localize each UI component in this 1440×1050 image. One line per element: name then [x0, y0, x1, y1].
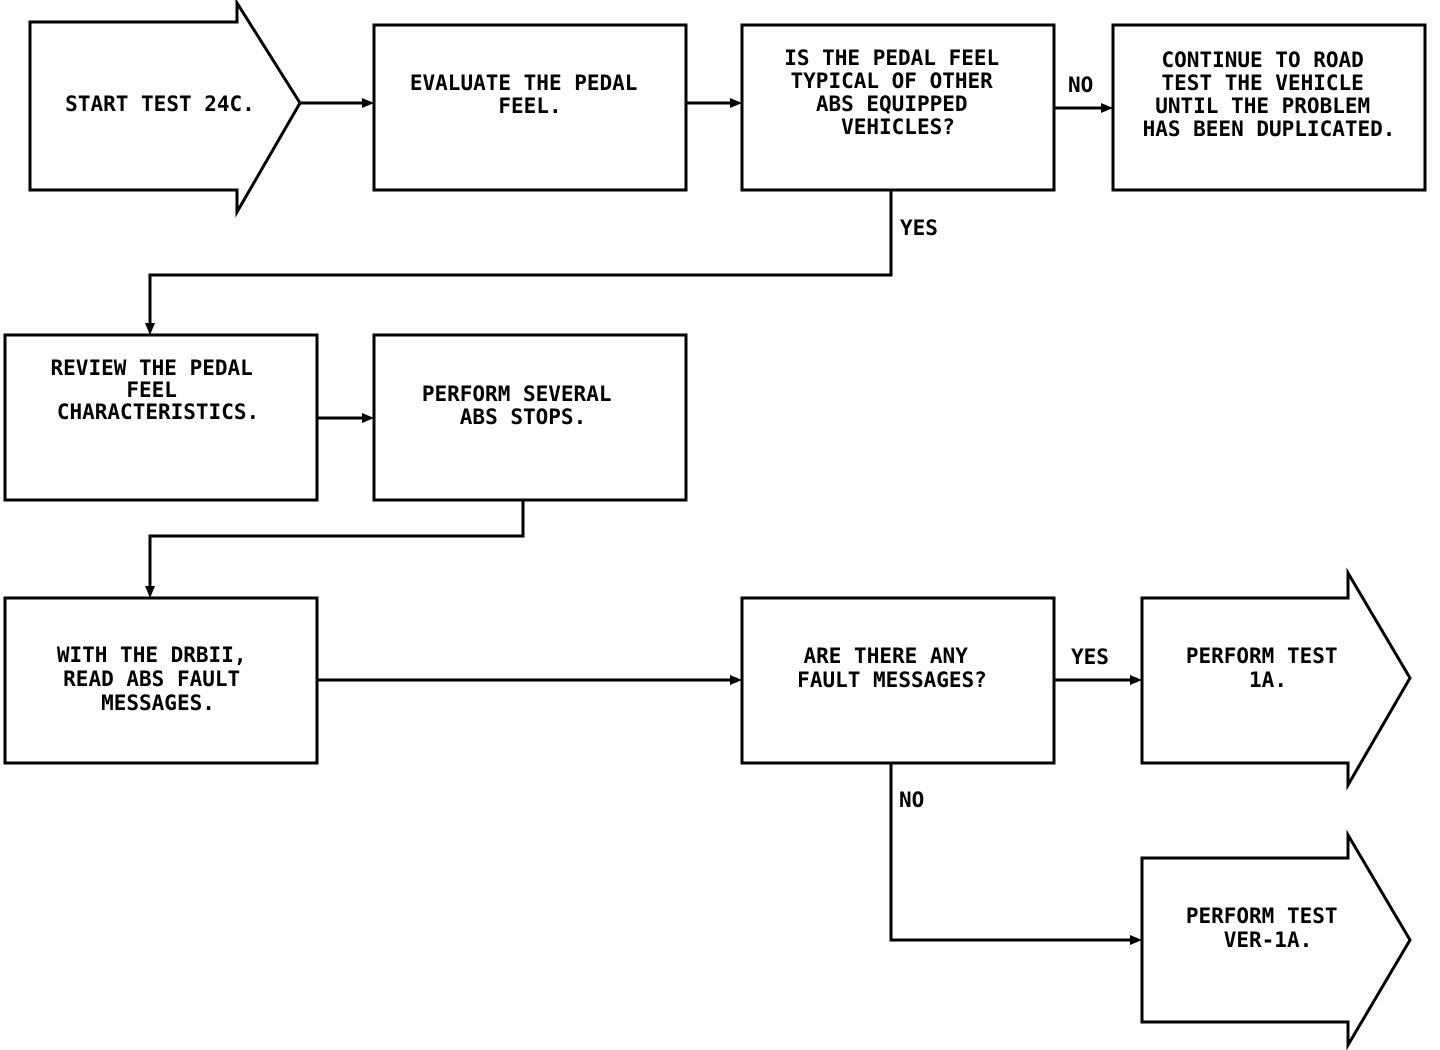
- continue-road-test-label-line: TEST THE VEHICLE: [1162, 71, 1364, 95]
- question-typical-label-line: TYPICAL OF OTHER: [791, 69, 994, 93]
- perform-1a-label: PERFORM TEST 1A.: [1186, 644, 1350, 692]
- start-test-arrow-shape: [28, 0, 302, 218]
- evaluate-label: EVALUATE THE PEDAL FEEL.: [410, 71, 650, 118]
- perform-1a-label-line: 1A.: [1249, 668, 1287, 692]
- review-box-shape: [3, 333, 319, 502]
- question-typical-label-line: VEHICLES?: [841, 115, 955, 139]
- read-faults-label-line: MESSAGES.: [101, 691, 215, 715]
- question-faults-box-shape: [740, 596, 1056, 765]
- start-test-label-line: START TEST 24C.: [65, 92, 255, 116]
- review-label-line: CHARACTERISTICS.: [57, 400, 259, 424]
- perform-ver1a-arrow-shape: [1140, 829, 1412, 1050]
- connector-question-yes-to-1a: [1054, 675, 1142, 685]
- evaluate-label-line: FEEL.: [498, 94, 561, 118]
- perform-1a-arrow-shape: [1140, 567, 1412, 791]
- connector-question-no-to-continue: [1054, 103, 1113, 113]
- connector-start-to-evaluate: [300, 98, 374, 108]
- perform-1a-label-line: PERFORM TEST: [1186, 644, 1338, 668]
- read-faults-label-line: READ ABS FAULT: [63, 667, 240, 691]
- edge-label-no-ver1a: NO: [899, 788, 924, 812]
- connector-stops-to-read-faults: [145, 500, 525, 598]
- edge-label-yes-review: YES: [900, 216, 938, 240]
- review-label-line: REVIEW THE PEDAL: [51, 356, 253, 380]
- perform-stops-label-line: ABS STOPS.: [460, 405, 586, 429]
- read-faults-box-shape: [3, 596, 319, 765]
- question-typical-label: IS THE PEDAL FEEL TYPICAL OF OTHER ABS E…: [784, 46, 1012, 139]
- evaluate-label-line: EVALUATE THE PEDAL: [410, 71, 638, 95]
- connector-review-to-stops: [317, 413, 374, 423]
- question-faults-label: ARE THERE ANY FAULT MESSAGES?: [797, 644, 987, 692]
- connector-question-no-to-ver1a: [889, 763, 1142, 945]
- start-test-label: START TEST 24C.: [65, 92, 255, 116]
- continue-road-test-box-shape: [1111, 23, 1427, 192]
- review-label-line: FEEL: [126, 378, 177, 402]
- question-faults-label-line: FAULT MESSAGES?: [797, 668, 987, 692]
- continue-road-test-label-line: UNTIL THE PROBLEM: [1155, 94, 1370, 118]
- perform-stops-label-line: PERFORM SEVERAL: [422, 382, 612, 406]
- continue-road-test-label: CONTINUE TO ROAD TEST THE VEHICLE UNTIL …: [1143, 48, 1396, 141]
- continue-road-test-label-line: HAS BEEN DUPLICATED.: [1143, 117, 1396, 141]
- connector-question-yes-to-review: [145, 190, 893, 335]
- question-typical-label-line: IS THE PEDAL FEEL: [784, 46, 999, 70]
- review-label: REVIEW THE PEDAL FEEL CHARACTERISTICS.: [51, 356, 266, 424]
- question-faults-label-line: ARE THERE ANY: [803, 644, 968, 668]
- question-typical-box-shape: [740, 23, 1056, 192]
- connector-read-faults-to-question: [317, 675, 742, 685]
- perform-stops-label: PERFORM SEVERAL ABS STOPS.: [422, 382, 624, 429]
- read-faults-label-line: WITH THE DRBII,: [57, 643, 247, 667]
- edge-label-no-continue: NO: [1068, 73, 1093, 97]
- connector-evaluate-to-question: [686, 98, 742, 108]
- perform-ver1a-label-line: VER-1A.: [1224, 928, 1313, 952]
- evaluate-box-shape: [372, 23, 688, 192]
- perform-stops-box-shape: [372, 333, 688, 502]
- continue-road-test-label-line: CONTINUE TO ROAD: [1162, 48, 1364, 72]
- perform-ver1a-label: PERFORM TEST VER-1A.: [1186, 904, 1350, 952]
- edge-label-yes-1a: YES: [1071, 645, 1109, 669]
- read-faults-label: WITH THE DRBII, READ ABS FAULT MESSAGES.: [57, 643, 259, 715]
- question-typical-label-line: ABS EQUIPPED: [816, 92, 968, 116]
- perform-ver1a-label-line: PERFORM TEST: [1186, 904, 1338, 928]
